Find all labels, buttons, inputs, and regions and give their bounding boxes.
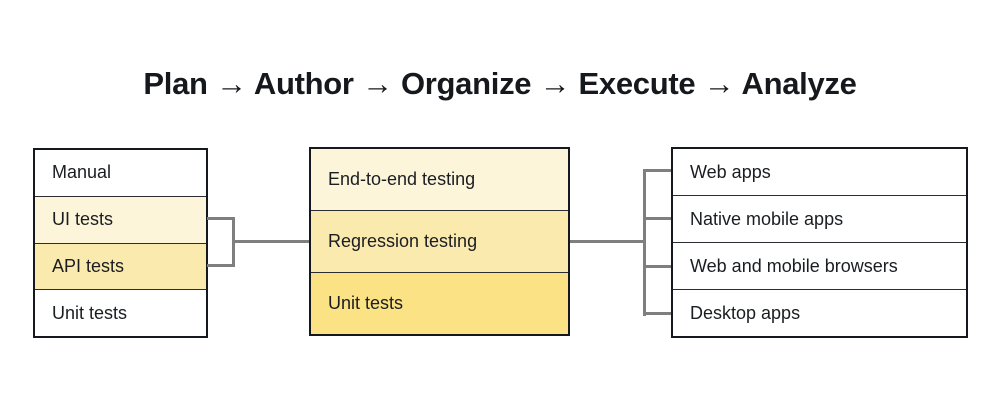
connector-line [232,217,235,267]
list-item: Manual [52,162,112,183]
connector-line [646,169,671,172]
connector-line [646,312,671,315]
connector-line [646,217,671,220]
test-types-box: Manual UI tests API tests Unit tests [33,148,208,338]
list-item: API tests [35,242,206,290]
testing-levels-box: End-to-end testing Regression testing Un… [309,147,570,336]
connector-line [207,217,235,220]
page-title: Plan → Author → Organize → Execute → Ana… [143,66,857,101]
list-item: UI tests [35,195,206,243]
connector-line [646,265,671,268]
connector-line [643,169,646,316]
connector-line [207,264,235,267]
list-item: Desktop apps [673,289,966,336]
list-item: Regression testing [311,210,568,272]
list-item: End-to-end testing [311,149,568,210]
list-item: Web apps [690,161,771,182]
target-platforms-box: Web apps Native mobile apps Web and mobi… [671,147,968,338]
connector-line [570,240,645,243]
list-item: Web and mobile browsers [673,242,966,289]
list-item: Native mobile apps [673,195,966,242]
list-item: Unit tests [35,289,206,336]
list-item: Unit tests [311,272,568,334]
connector-line [235,240,309,243]
